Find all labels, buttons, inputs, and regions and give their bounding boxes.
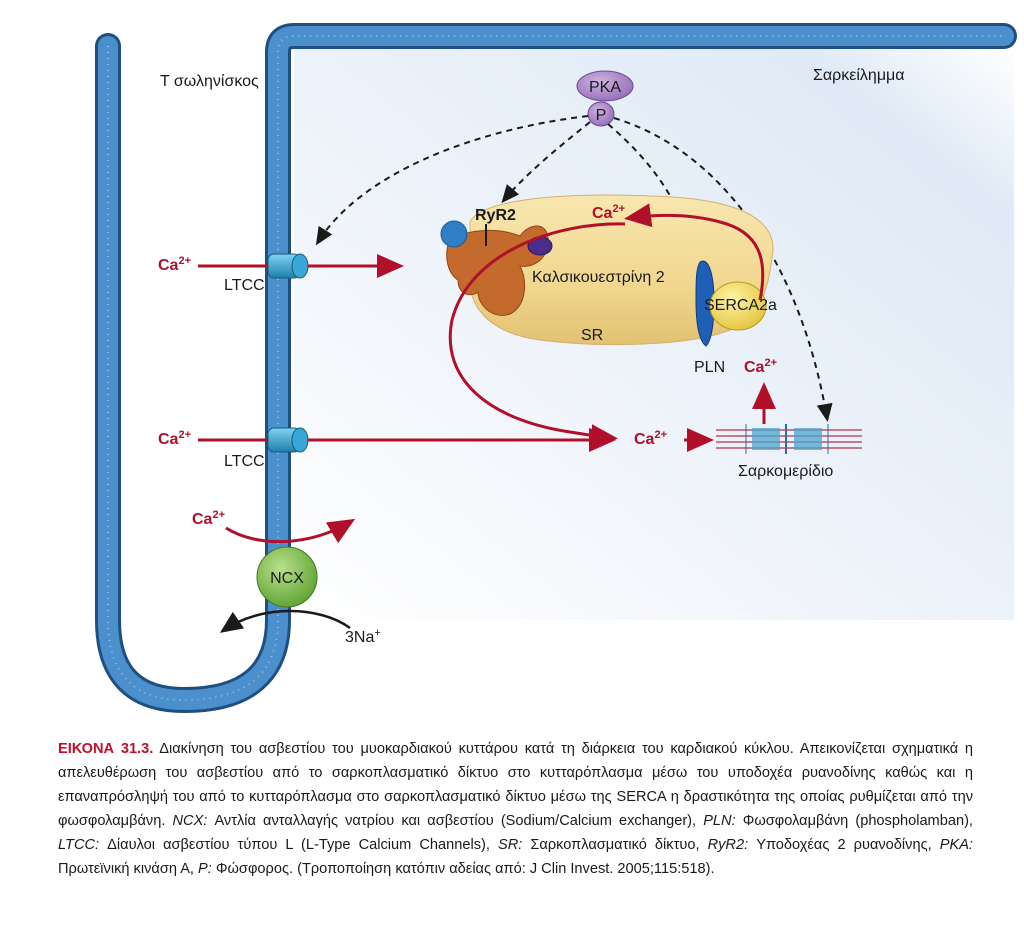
serca2a-pump bbox=[709, 281, 767, 331]
pka-molecule bbox=[576, 70, 634, 102]
calcium-label-serca: Ca2+ bbox=[744, 357, 777, 376]
calcium-label-ncx: Ca2+ bbox=[192, 509, 225, 528]
calcium-release-loop-arrow bbox=[448, 222, 626, 449]
caption-text: Διακίνηση του ασβεστίου του μυοκαρδιακού… bbox=[58, 741, 973, 829]
abbr-sr: SR: bbox=[498, 837, 523, 853]
ncx-exchanger bbox=[256, 546, 318, 608]
pka-label: PKA bbox=[589, 79, 621, 96]
serca2a-label: SERCA2a bbox=[704, 297, 777, 314]
ryr2-label: RyR2 bbox=[475, 207, 516, 224]
t-tubule-label: Τ σωληνίσκος bbox=[160, 73, 259, 90]
abbr-ltcc: LTCC: bbox=[58, 837, 100, 853]
pka-to-ryr2-arrow bbox=[501, 121, 591, 204]
calcium-reuptake-arrow bbox=[624, 203, 765, 301]
calsequestrin-label: Καλσικουεστρίνη 2 bbox=[532, 269, 665, 286]
abbr-ryr2: RyR2: bbox=[707, 837, 749, 853]
pka-to-ltcc-arrow bbox=[315, 115, 589, 246]
calcium-label-cytosol: Ca2+ bbox=[634, 429, 667, 448]
pln-protein bbox=[695, 260, 715, 347]
sarcolemma-label: Σαρκείλημμα bbox=[813, 67, 905, 84]
calcium-efflux-arrow bbox=[225, 518, 356, 544]
pka-to-sarcomere-arrow bbox=[613, 117, 833, 422]
membrane-fill bbox=[98, 26, 1014, 710]
def-pka: Πρωτεϊνική κινάση Α, bbox=[58, 861, 199, 877]
ryr2-receptor bbox=[446, 225, 549, 316]
sarcomere bbox=[716, 424, 862, 454]
def-ncx: Αντλία ανταλλαγής νατρίου και ασβεστίου … bbox=[207, 813, 704, 829]
abbr-ncx: NCX: bbox=[172, 813, 208, 829]
figure-caption: ΕΙΚΟΝΑ 31.3. Διακίνηση του ασβεστίου του… bbox=[58, 737, 973, 881]
ltcc-top-label: LTCC bbox=[224, 277, 265, 294]
sodium-influx-arrow bbox=[219, 609, 351, 633]
sarcomere-label: Σαρκομερίδιο bbox=[738, 463, 833, 480]
ltcc-channel-bottom bbox=[267, 427, 309, 453]
def-sr: Σαρκοπλασματικό δίκτυο, bbox=[522, 837, 708, 853]
def-ryr2: Υποδοχέας 2 ρυανοδίνης, bbox=[748, 837, 940, 853]
pln-label: PLN bbox=[694, 359, 725, 376]
calcium-label-ltcc-top: Ca2+ bbox=[158, 255, 191, 274]
calcium-label-sr: Ca2+ bbox=[592, 203, 625, 222]
phosphate-label: P bbox=[596, 107, 607, 124]
ryr2-cap bbox=[440, 220, 468, 248]
def-pln: Φωσφολαμβάνη (phospholamban), bbox=[735, 813, 973, 829]
ltcc-bottom-label: LTCC bbox=[224, 453, 265, 470]
abbr-pln: PLN: bbox=[703, 813, 736, 829]
calcium-label-ltcc-bottom: Ca2+ bbox=[158, 429, 191, 448]
ltcc-channel-top bbox=[267, 253, 309, 279]
figure-number: ΕΙΚΟΝΑ 31.3. bbox=[58, 741, 154, 757]
abbr-p: P: bbox=[198, 861, 212, 877]
abbr-pka: PKA: bbox=[939, 837, 973, 853]
calcium-handling-diagram: Τ σωληνίσκος Σαρκείλημμα PKA P RyR2 Καλσ… bbox=[95, 23, 1017, 713]
sodium-label: 3Na+ bbox=[345, 627, 381, 646]
def-ltcc: Δίαυλοι ασβεστίου τύπου L (L-Type Calciu… bbox=[99, 837, 498, 853]
ncx-label: NCX bbox=[270, 570, 304, 587]
phosphate-group bbox=[587, 101, 615, 127]
sr-label: SR bbox=[581, 327, 603, 344]
def-p: Φώσφορος. (Τροποποίηση κατόπιν αδείας απ… bbox=[211, 861, 715, 877]
